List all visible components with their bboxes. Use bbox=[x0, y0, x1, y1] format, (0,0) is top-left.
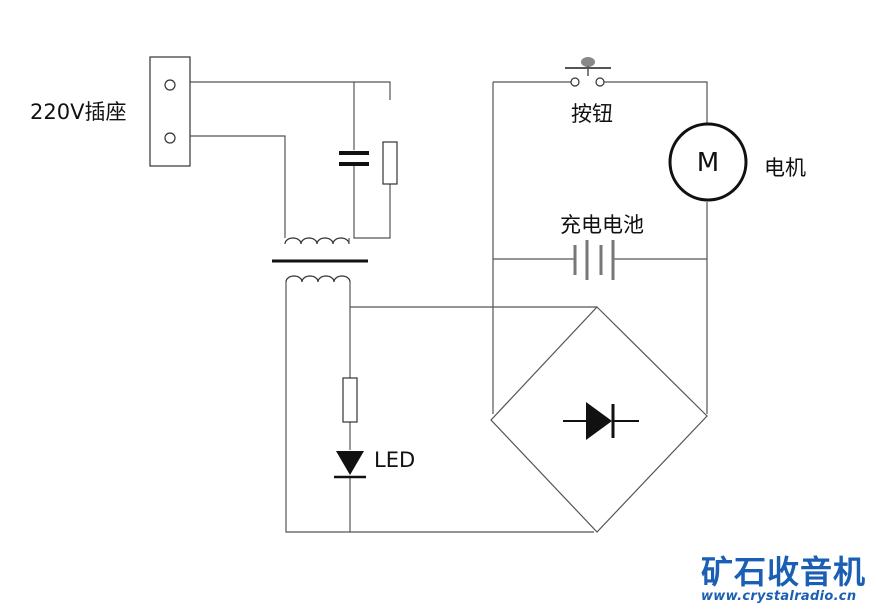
wire-button-right bbox=[600, 81, 708, 123]
watermark-name: 矿石收音机 bbox=[700, 553, 866, 591]
motor-circle bbox=[668, 122, 748, 202]
diode-triangle bbox=[586, 402, 612, 440]
button-contact-right bbox=[595, 77, 605, 87]
socket-label: 220V插座 bbox=[30, 100, 127, 124]
transformer-secondary-coil bbox=[285, 275, 351, 283]
socket-body bbox=[149, 56, 191, 167]
resistor-parallel bbox=[382, 141, 398, 185]
motor-symbol: M bbox=[697, 148, 719, 178]
button-cap bbox=[581, 57, 595, 67]
wire-socket-bottom bbox=[190, 135, 286, 238]
motor-label: 电机 bbox=[764, 156, 806, 180]
wire-rc-left-bottom bbox=[353, 166, 391, 239]
button-label: 按钮 bbox=[571, 102, 613, 126]
resistor-led bbox=[342, 377, 358, 423]
socket-hole-top bbox=[164, 79, 176, 91]
wire-socket-top bbox=[190, 81, 391, 100]
watermark-logo: 矿石收音机 www.crystalradio.cn bbox=[701, 555, 866, 604]
socket-hole-bottom bbox=[164, 132, 176, 144]
watermark-url: www.crystalradio.cn bbox=[700, 589, 857, 604]
wire-secondary-left bbox=[285, 282, 594, 533]
bridge-rectifier-outline bbox=[490, 306, 708, 533]
battery-label: 充电电池 bbox=[560, 213, 644, 237]
led-triangle bbox=[336, 451, 364, 475]
transformer-primary-coil bbox=[284, 237, 350, 245]
button-contact-left bbox=[570, 77, 580, 87]
led-label: LED bbox=[374, 448, 416, 472]
